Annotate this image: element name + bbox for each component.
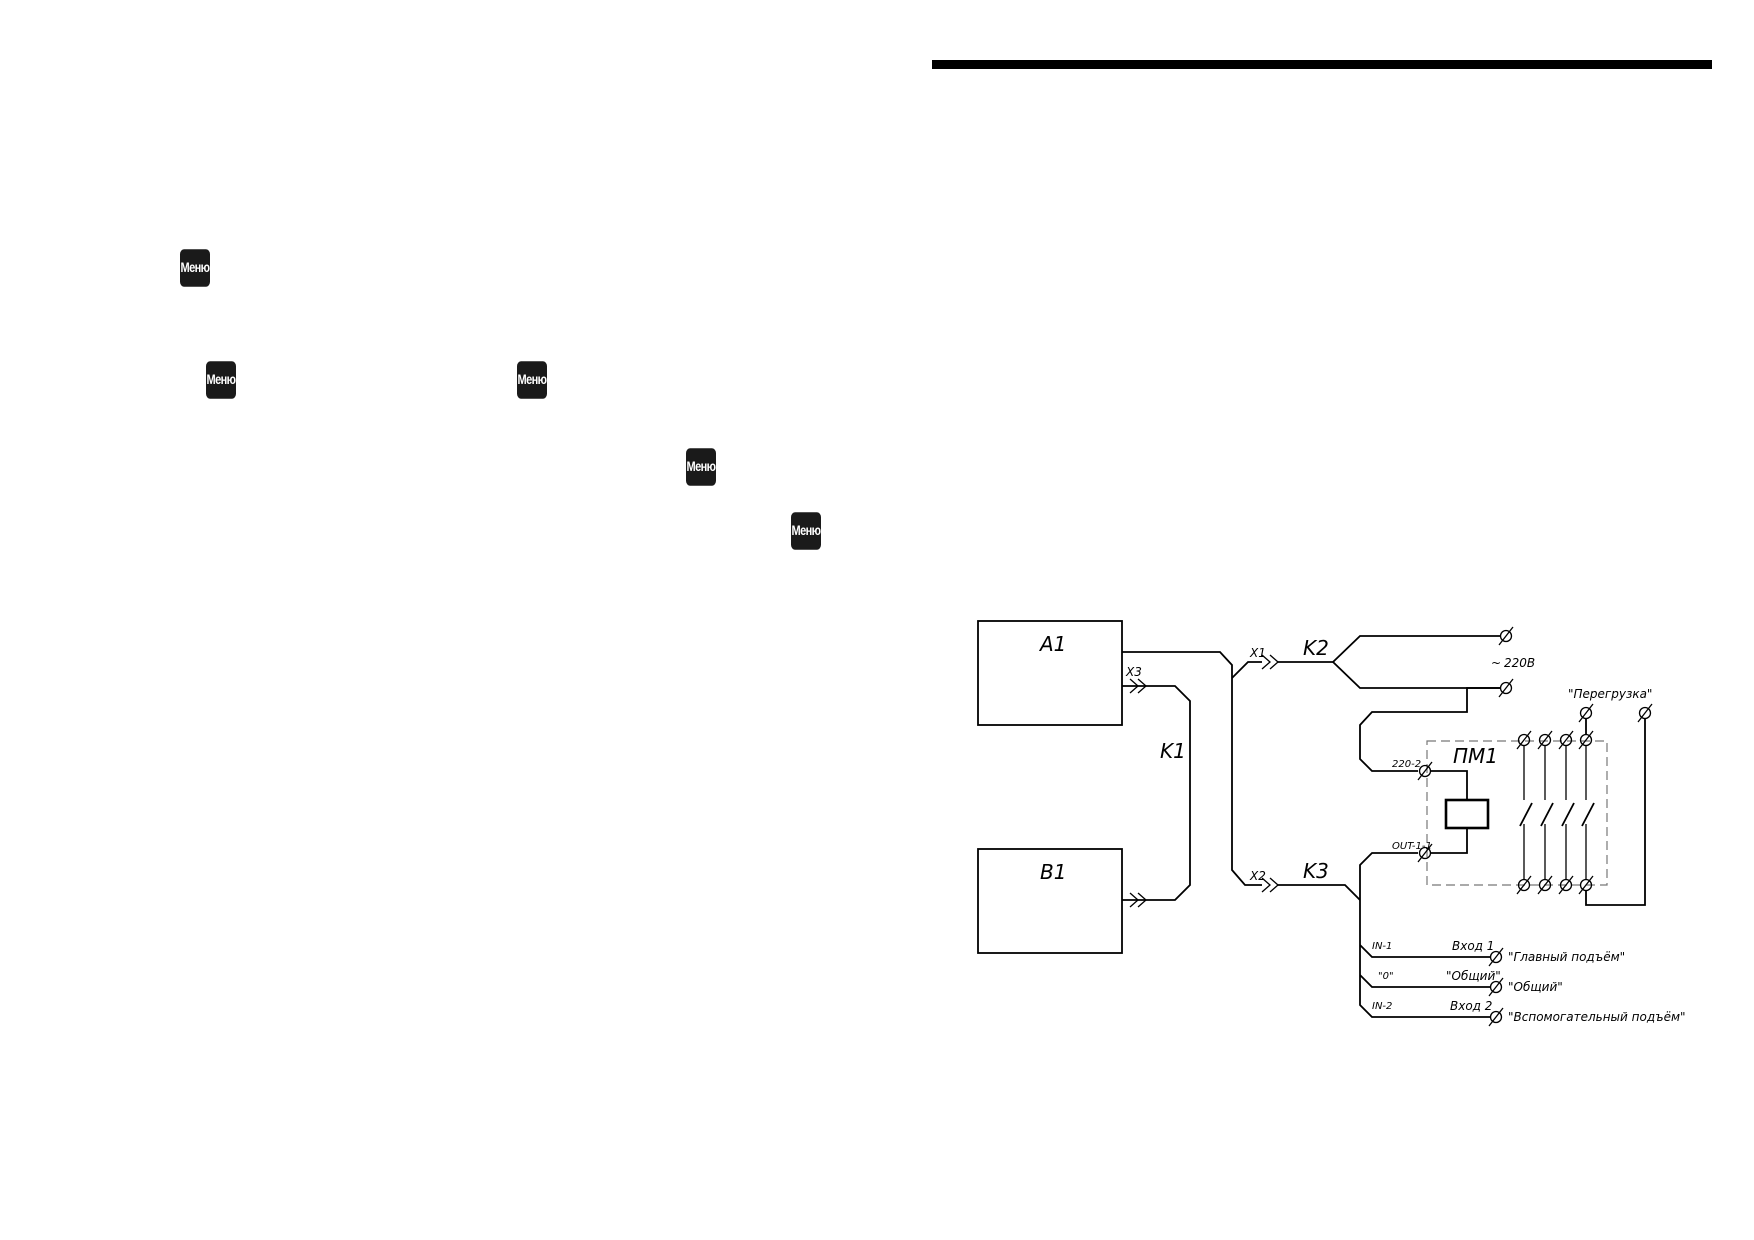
terminal-input-3 [1488, 1007, 1504, 1027]
wire-to-x1 [1231, 661, 1262, 679]
terminal-input-1-label: "Главный подъём" [1508, 950, 1625, 964]
connector-x2-label: X2 [1249, 869, 1266, 883]
cable-k2-lower [1332, 661, 1500, 689]
connector-x3-label: X3 [1125, 665, 1142, 679]
cable-k3-label: K3 [1303, 859, 1329, 883]
header-rule [932, 60, 1712, 69]
contact-switches [1519, 802, 1595, 827]
input-1-name: Вход 1 [1452, 939, 1494, 953]
pin-out-label: OUT-1-1 [1392, 841, 1432, 852]
input-2-name: "Общий" [1446, 969, 1501, 983]
terminal-input-2-label: "Общий" [1508, 980, 1563, 994]
input-wire-2 [1359, 974, 1490, 988]
wire-k3-to-out [1359, 852, 1418, 900]
pm1-enclosure [1426, 740, 1608, 886]
wire-power-to-coil [1359, 687, 1500, 772]
power-tilde: ~ [1491, 656, 1501, 670]
block-b1-label: B1 [1040, 860, 1066, 884]
cable-k1-label: K1 [1160, 739, 1186, 763]
input-1-pin: IN-1 [1372, 941, 1392, 952]
terminal-power-bottom [1498, 678, 1514, 698]
input-2-pin: "0" [1378, 971, 1394, 982]
menu-key-icon: Меню [180, 249, 210, 287]
wire-overload [1585, 719, 1646, 906]
terminal-out-1-1 [1417, 843, 1433, 863]
terminal-power-top [1498, 626, 1514, 646]
terminal-overload-1 [1578, 703, 1594, 723]
terminal-input-2 [1488, 977, 1504, 997]
input-3-pin: IN-2 [1372, 1001, 1392, 1012]
cable-k2 [1278, 635, 1500, 663]
cable-k2-label: K2 [1303, 636, 1329, 660]
terminal-input-1 [1488, 947, 1504, 967]
input-3-name: Вход 2 [1450, 999, 1492, 1013]
block-a1 [977, 620, 1123, 726]
input-bus [1359, 900, 1490, 1018]
menu-key-icon: Меню [206, 361, 236, 399]
overload-label: "Перегрузка" [1568, 687, 1652, 701]
terminal-input-3-label: "Вспомогательный подъём" [1508, 1010, 1686, 1024]
menu-key-icon: Меню [517, 361, 547, 399]
coil [1444, 798, 1490, 830]
wire-a1-out [1122, 651, 1262, 886]
terminal-220-2 [1417, 761, 1433, 781]
cable-k1 [1146, 685, 1191, 901]
block-a1-label: A1 [1038, 632, 1066, 656]
menu-key-icon: Меню [686, 448, 716, 486]
connector-x1-label: X1 [1249, 646, 1266, 660]
pm1-label: ПМ1 [1453, 744, 1498, 768]
power-label: 220В [1504, 656, 1535, 670]
coil-leads [1431, 770, 1468, 854]
cable-k3 [1278, 884, 1361, 901]
contactor-contacts [1516, 730, 1594, 895]
terminal-overload-2 [1637, 703, 1653, 723]
input-wire-1 [1359, 944, 1490, 958]
contact-lines [1523, 746, 1587, 879]
block-b1 [977, 848, 1123, 954]
pin-220-label: 220-2 [1392, 759, 1421, 770]
menu-key-icon: Меню [791, 512, 821, 550]
